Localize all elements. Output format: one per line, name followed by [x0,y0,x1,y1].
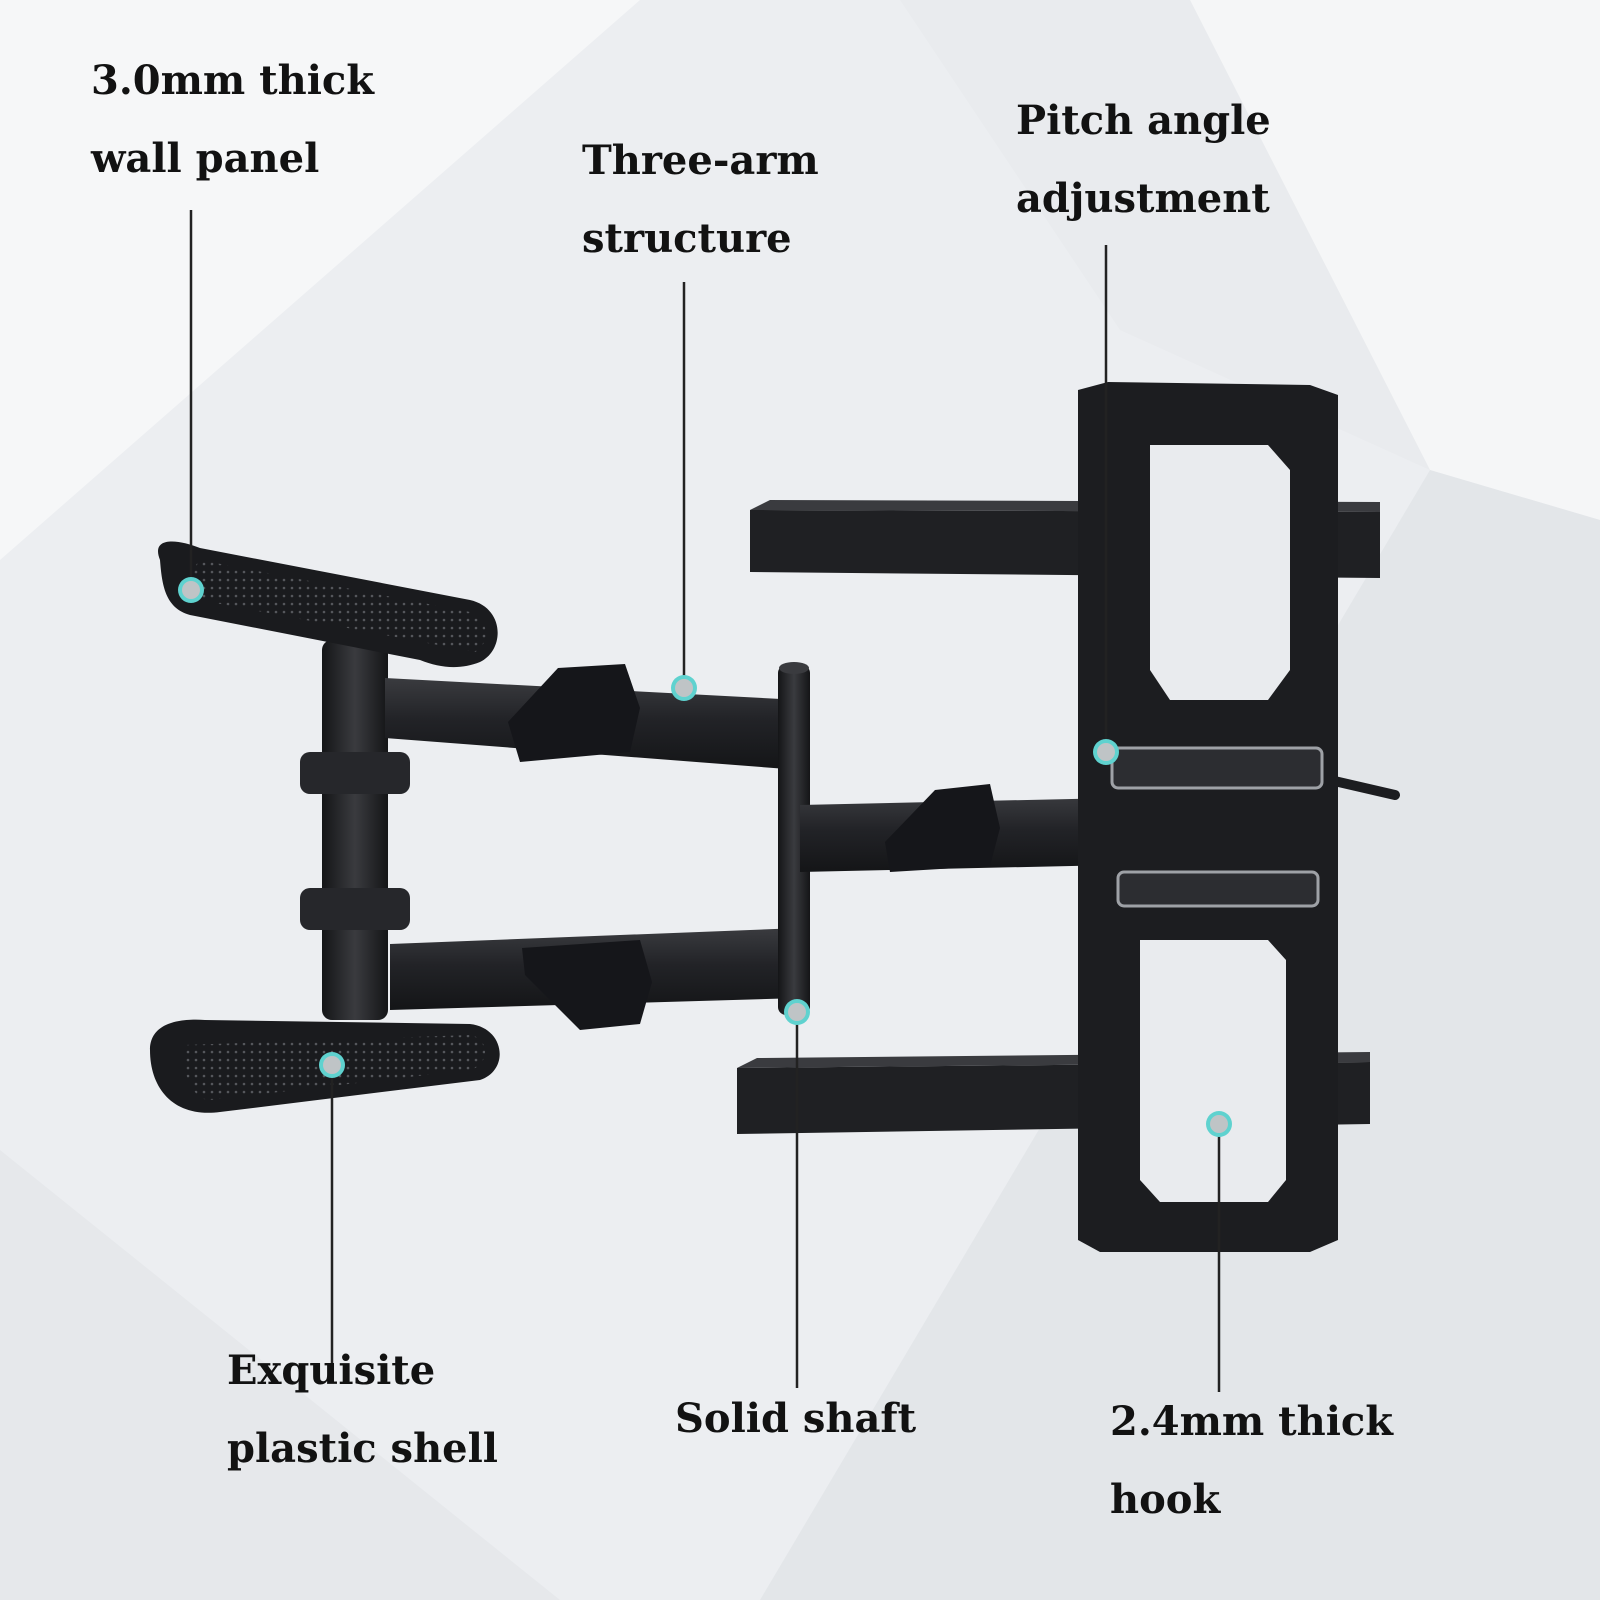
label-three-arm-structure: Three-arm structure [582,122,819,278]
leader-lines [189,210,1221,1392]
wall-post [300,640,410,1020]
label-three-arm-line-2: structure [582,215,792,262]
callout-dot-wall-panel [178,577,204,603]
callout-dot-hook [1206,1111,1232,1137]
tilt-bracket [1110,746,1400,908]
label-hook-line-1: 2.4mm thick [1110,1398,1393,1445]
lower-arm [390,928,800,1030]
label-wall-panel-line-1: 3.0mm thick [91,57,374,104]
callout-dots [178,577,1232,1137]
label-pitch-angle-line-2: adjustment [1016,175,1270,222]
label-wall-panel: 3.0mm thick wall panel [91,42,374,198]
label-hook-line-2: hook [1110,1476,1221,1523]
label-solid-shaft: Solid shaft [675,1380,916,1458]
label-plastic-shell-line-1: Exquisite [227,1347,436,1394]
solid-shaft-hinge [778,662,810,1015]
label-solid-shaft-line-1: Solid shaft [675,1395,917,1442]
mounting-plate [1078,382,1338,1252]
upper-wall-panel [158,541,498,668]
label-plastic-shell-line-2: plastic shell [227,1425,498,1472]
callout-dot-three-arm [671,675,697,701]
label-wall-panel-line-2: wall panel [91,135,320,182]
label-pitch-angle-adjustment: Pitch angle adjustment [1016,82,1271,238]
label-three-arm-line-1: Three-arm [582,137,819,184]
callout-dot-solid-shaft [784,999,810,1025]
callout-dot-pitch-angle [1093,739,1119,765]
label-hook: 2.4mm thick hook [1110,1383,1393,1539]
label-plastic-shell: Exquisite plastic shell [227,1332,498,1488]
callout-dot-plastic-shell [319,1052,345,1078]
label-pitch-angle-line-1: Pitch angle [1016,97,1271,144]
upper-arm [385,664,800,770]
